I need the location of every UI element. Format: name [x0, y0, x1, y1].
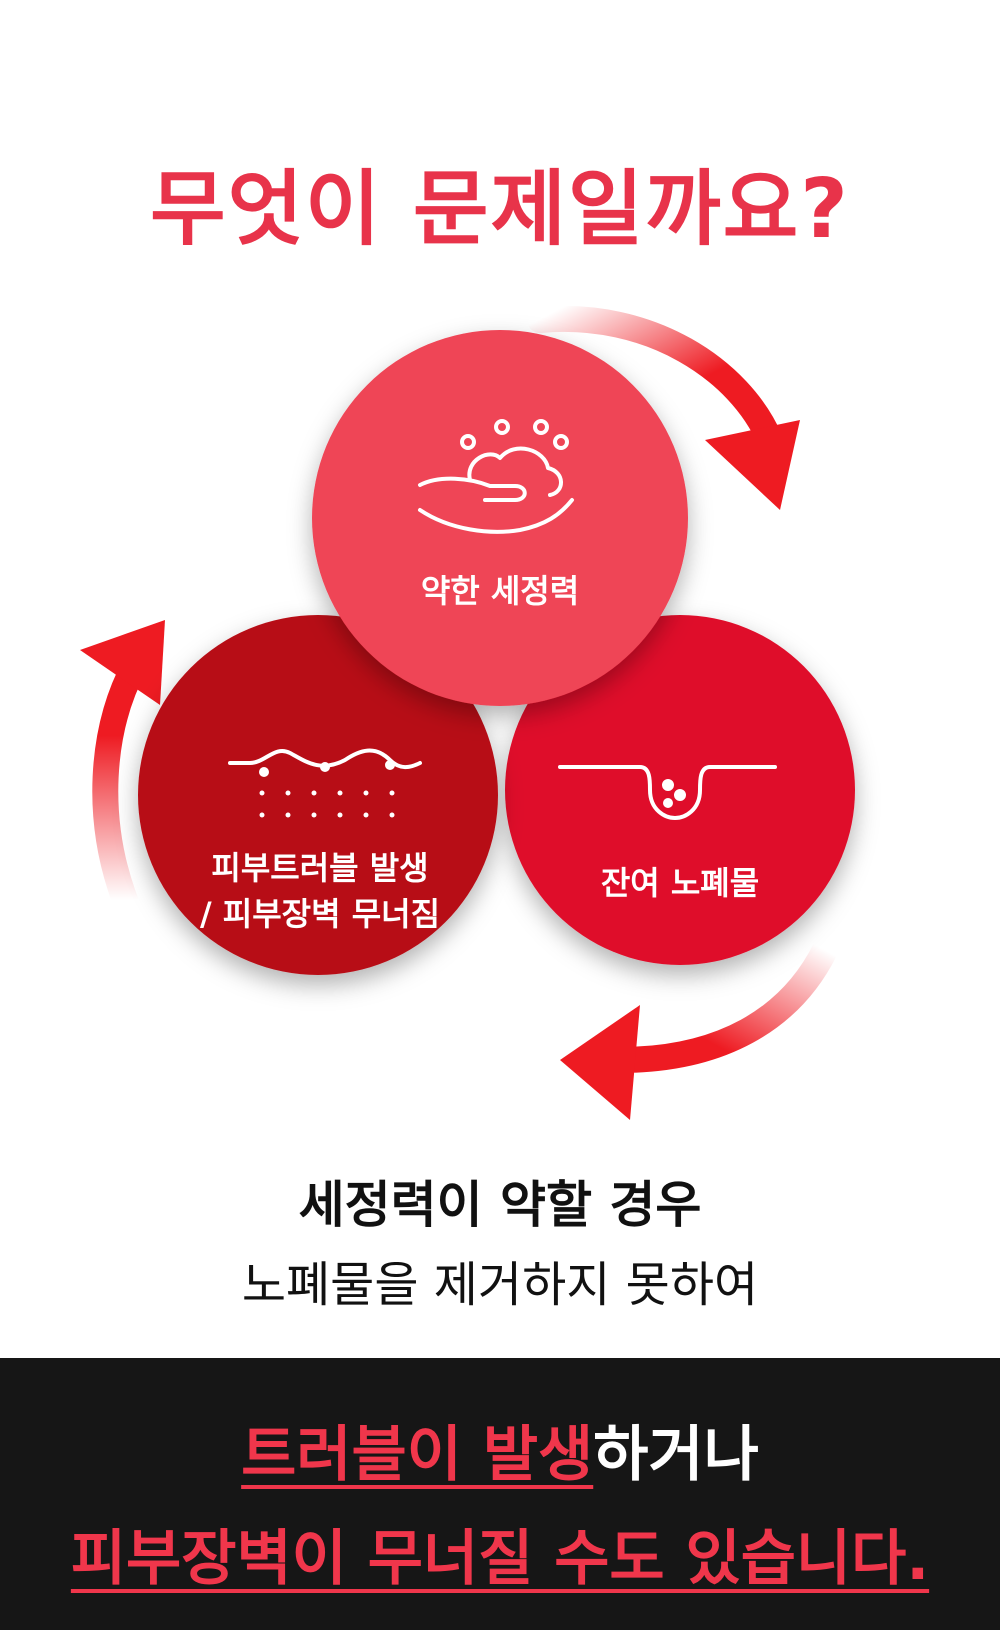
circle-weak-cleansing: [312, 330, 688, 706]
cycle-arrow-top-right: [527, 305, 800, 510]
explanation-subline: 노폐물을 제거하지 못하여: [241, 1257, 759, 1313]
cycle-arrow-bottom-right: [560, 937, 838, 1120]
label-weak-cleansing: 약한 세정력: [420, 572, 580, 610]
cycle-arrow-left: [80, 620, 165, 913]
page-title: 무엇이 문제일까요?: [150, 162, 850, 257]
conclusion-highlight2: 피부장벽이 무너질 수도 있습니다.: [70, 1524, 930, 1594]
label-skin-trouble-line1: 피부트러블 발생: [211, 849, 429, 887]
conclusion-line2: 피부장벽이 무너질 수도 있습니다.: [0, 1510, 1000, 1597]
label-skin-trouble: 피부트러블 발생 / 피부장벽 무너짐: [165, 845, 475, 937]
circle-skin-trouble: [138, 615, 498, 975]
label-skin-trouble-line2: / 피부장벽 무너짐: [199, 895, 441, 933]
skin-layer-icon: [228, 748, 422, 818]
conclusion-highlight1: 트러블이 발생: [241, 1420, 594, 1490]
label-residual-waste: 잔여 노폐물: [600, 864, 760, 902]
conclusion-rest1: 하거나: [593, 1420, 759, 1490]
conclusion-banner: 트러블이 발생하거나 피부장벽이 무너질 수도 있습니다.: [0, 1358, 1000, 1630]
cycle-diagram: [80, 305, 855, 1120]
conclusion-line1: 트러블이 발생하거나: [0, 1406, 1000, 1493]
pore-icon: [558, 765, 777, 821]
foam-hand-icon: [418, 419, 574, 534]
explanation-headline: 세정력이 약할 경우: [298, 1176, 702, 1234]
